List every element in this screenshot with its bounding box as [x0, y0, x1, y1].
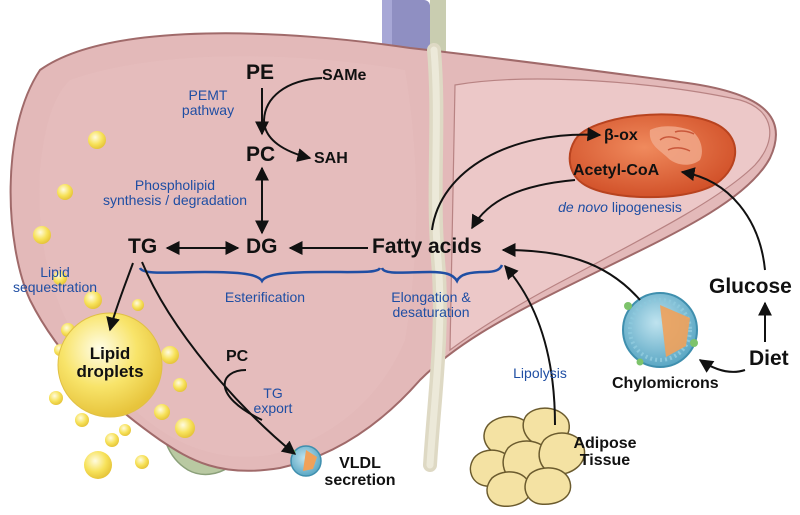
vldl-label-line1: VLDL: [339, 455, 381, 472]
lipid-droplets-line1: Lipid: [89, 344, 131, 363]
phospholipid-label: Phospholipid synthesis / degradation: [95, 178, 255, 207]
adipose-label-line1: Adipose: [573, 435, 637, 452]
ligament-icon: [430, 0, 446, 55]
elongation-line2: desaturation: [392, 303, 470, 320]
glucose-label: Glucose: [709, 275, 792, 298]
acetyl-coa-label: Acetyl-CoA: [573, 162, 660, 179]
beta-ox-label: β-ox: [604, 127, 638, 144]
adipose-label-line2: Tissue: [579, 451, 631, 469]
de-novo-italic-text: de novo: [558, 199, 608, 215]
pc-export-label: PC: [226, 348, 249, 365]
pe-label: PE: [246, 61, 275, 84]
lipogenesis-text: lipogenesis: [607, 199, 682, 215]
elongation-bracket: [380, 264, 504, 284]
chylomicrons-label: Chylomicrons: [612, 375, 719, 392]
pc-label: PC: [246, 143, 276, 166]
vldl-secretion-label: VLDL secretion: [310, 455, 410, 490]
pemt-line2: pathway: [181, 101, 235, 118]
de-novo-lipogenesis-label: de novo lipogenesis: [530, 200, 710, 215]
lipid-seq-line2: sequestration: [12, 278, 98, 295]
arrow-tg-to-vldl: [141, 261, 297, 455]
fatty-acids-label: Fatty acids: [372, 235, 482, 258]
tg-export-line1: TG: [263, 385, 283, 401]
lipolysis-label: Lipolysis: [513, 365, 567, 381]
adipose-tissue-label: Adipose Tissue: [560, 435, 650, 470]
phospholipid-line2: synthesis / degradation: [103, 191, 247, 208]
arrow-same-to-sah: [262, 77, 323, 162]
arrow-pc-export: [223, 369, 263, 421]
arrow-diet-to-chylomicrons: [698, 359, 746, 373]
tg-export-label: TG export: [244, 386, 302, 415]
pemt-line1: PEMT: [188, 87, 228, 103]
lipid-seq-line1: Lipid: [40, 264, 70, 280]
liver-illustration: [9, 0, 777, 476]
elongation-line1: Elongation &: [391, 289, 471, 305]
tg-export-line2: export: [253, 399, 293, 416]
arrow-acetylcoa-to-fa: [471, 179, 576, 230]
lipid-droplet-icon: [33, 131, 195, 479]
dg-label: DG: [246, 235, 278, 258]
arrow-glucose-to-acetylcoa: [680, 167, 766, 271]
pemt-pathway-label: PEMT pathway: [168, 88, 248, 117]
arrow-adipose-to-fa: [504, 264, 556, 426]
mitochondrion-icon: [568, 113, 737, 199]
pathway-arrows: [106, 77, 772, 455]
adipose-cells-icon: [469, 407, 586, 508]
arrow-fa-to-betaox: [431, 127, 602, 231]
arrow-chylomicrons-to-fa: [501, 243, 641, 301]
lipid-sequestration-label: Lipid sequestration: [0, 265, 110, 294]
tg-label: TG: [128, 235, 158, 258]
esterification-bracket: [138, 267, 382, 284]
diet-label: Diet: [749, 347, 789, 370]
sah-label: SAH: [314, 150, 348, 167]
chylomicron-icon: [622, 292, 698, 368]
arrow-tg-to-droplets: [106, 262, 134, 332]
same-label: SAMe: [322, 67, 367, 84]
lipid-droplets-line2: droplets: [76, 361, 144, 381]
esterification-label: Esterification: [224, 289, 306, 305]
lipid-droplets-label: Lipid droplets: [70, 345, 150, 381]
vldl-label-line2: secretion: [324, 471, 396, 489]
phospholipid-line1: Phospholipid: [134, 177, 216, 193]
elongation-desaturation-label: Elongation & desaturation: [372, 290, 490, 319]
